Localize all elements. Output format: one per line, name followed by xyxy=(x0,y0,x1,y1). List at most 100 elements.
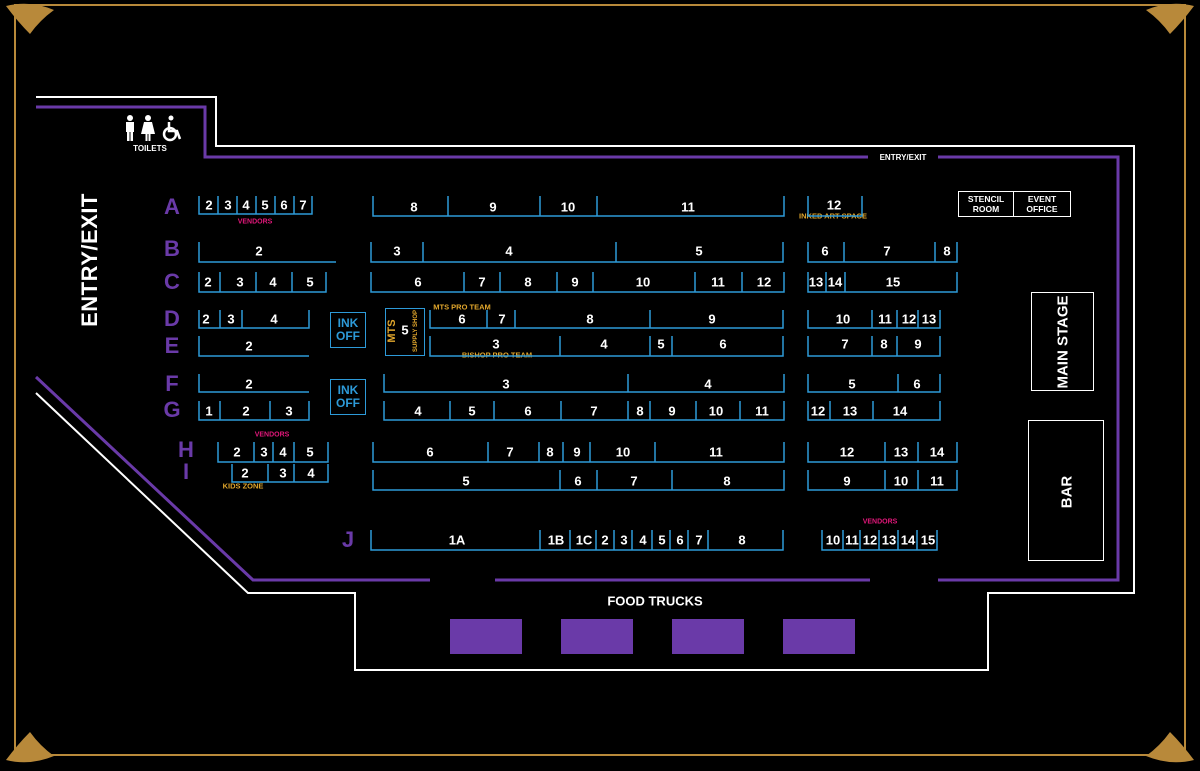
booth-j-2: 2 xyxy=(601,532,609,548)
booth-a-7: 7 xyxy=(299,197,307,213)
booth-a-4: 4 xyxy=(242,197,250,213)
booth-c-12: 12 xyxy=(756,274,772,290)
row-letter-f: F xyxy=(165,371,179,396)
booth-h-14: 14 xyxy=(929,444,945,460)
man-icon xyxy=(126,115,134,141)
booth-d-7: 7 xyxy=(498,311,506,327)
vendors-label: VENDORS xyxy=(237,218,273,226)
booth-j-1c: 1C xyxy=(575,532,593,548)
corner-ornament xyxy=(0,722,60,766)
booth-j-7: 7 xyxy=(695,532,703,548)
booth-g-13: 13 xyxy=(842,403,858,419)
booth-h-12: 12 xyxy=(839,444,855,460)
booth-a-11: 11 xyxy=(681,199,695,215)
booth-f-4: 4 xyxy=(704,376,712,392)
booth-c-4: 4 xyxy=(269,274,277,290)
booth-a-12: 12 xyxy=(826,197,842,213)
booth-h-11: 11 xyxy=(709,444,723,460)
booth-h-3: 3 xyxy=(260,444,268,460)
food-truck xyxy=(672,619,744,654)
mts-supply-shop xyxy=(385,308,425,356)
booth-b-6: 6 xyxy=(821,243,829,259)
booth-h-13: 13 xyxy=(893,444,909,460)
booth-j-14: 14 xyxy=(900,532,916,548)
bishop-pro-team-label: BISHOP PRO TEAM xyxy=(461,350,533,360)
booth-a-3: 3 xyxy=(224,197,232,213)
booth-i-7: 7 xyxy=(630,473,638,489)
booth-g-12: 12 xyxy=(810,403,826,419)
booth-g-9: 9 xyxy=(668,403,676,419)
row-letter-h: H xyxy=(178,437,194,462)
event-office-label: EVENT OFFICE xyxy=(1026,194,1058,214)
row-letter-c: C xyxy=(164,269,180,294)
booth-j-11: 11 xyxy=(845,532,859,548)
booth-h-7: 7 xyxy=(506,444,514,460)
booth-h-4: 4 xyxy=(279,444,287,460)
row-letter-e: E xyxy=(164,333,180,358)
booth-b-8: 8 xyxy=(943,243,951,259)
booth-d-10: 10 xyxy=(835,311,851,327)
booth-c-2: 2 xyxy=(204,274,212,290)
booth-c-5: 5 xyxy=(306,274,314,290)
food-truck xyxy=(783,619,855,654)
booth-g-11: 11 xyxy=(755,403,769,419)
row-letter-d: D xyxy=(164,306,180,331)
ink-off-booth: INK OFF xyxy=(330,379,366,415)
booth-b-2: 2 xyxy=(255,243,263,259)
booth-i-8: 8 xyxy=(723,473,731,489)
row-letter-i: I xyxy=(182,459,190,484)
booth-j-12: 12 xyxy=(862,532,878,548)
booth-j-8: 8 xyxy=(738,532,746,548)
booth-d-9: 9 xyxy=(708,311,716,327)
booth-g-14: 14 xyxy=(892,403,908,419)
booth-g-8: 8 xyxy=(636,403,644,419)
booth-c-14: 14 xyxy=(827,274,843,290)
booth-c-8: 8 xyxy=(524,274,532,290)
booth-f-2: 2 xyxy=(245,376,253,392)
booth-i-2: 2 xyxy=(241,465,249,481)
booth-b-5: 5 xyxy=(695,243,703,259)
booth-c-11: 11 xyxy=(711,274,725,290)
booth-g-4: 4 xyxy=(414,403,422,419)
booth-i-3: 3 xyxy=(279,465,287,481)
booth-a-8: 8 xyxy=(410,199,418,215)
booth-d-6: 6 xyxy=(458,311,466,327)
booth-h-10: 10 xyxy=(615,444,631,460)
booth-h-5: 5 xyxy=(306,444,314,460)
booth-i-10: 10 xyxy=(893,473,909,489)
corner-ornament xyxy=(1140,0,1200,44)
row-letter-b: B xyxy=(164,236,180,261)
booth-g-1: 1 xyxy=(205,403,213,419)
booth-c-6: 6 xyxy=(414,274,422,290)
vendors-label: VENDORS xyxy=(254,431,290,439)
booth-j-3: 3 xyxy=(620,532,628,548)
stencil-room-label: STENCIL ROOM xyxy=(967,194,1005,214)
booth-d-12: 12 xyxy=(901,311,917,327)
booth-e-6: 6 xyxy=(719,336,727,352)
booth-c-7: 7 xyxy=(478,274,486,290)
booth-e-7: 7 xyxy=(841,336,849,352)
booth-c-3: 3 xyxy=(236,274,244,290)
booth-j-15: 15 xyxy=(920,532,936,548)
booth-c-15: 15 xyxy=(885,274,901,290)
row-letter-j: J xyxy=(341,527,355,552)
booth-b-7: 7 xyxy=(883,243,891,259)
booth-e-8: 8 xyxy=(880,336,888,352)
entry-exit-top-label: ENTRY/EXIT xyxy=(879,153,927,162)
corner-ornament xyxy=(1140,722,1200,766)
booth-j-5: 5 xyxy=(658,532,666,548)
mts-pro-team-label: MTS PRO TEAM xyxy=(433,302,491,312)
booth-e-4: 4 xyxy=(600,336,608,352)
booth-a-5: 5 xyxy=(261,197,269,213)
booth-number: 5 xyxy=(401,322,409,338)
booth-f-3: 3 xyxy=(502,376,510,392)
booth-g-10: 10 xyxy=(708,403,724,419)
booth-g-2: 2 xyxy=(242,403,250,419)
booth-e-9: 9 xyxy=(914,336,922,352)
booth-d-11: 11 xyxy=(878,311,892,327)
row-letter-a: A xyxy=(164,194,180,219)
booth-j-4: 4 xyxy=(639,532,647,548)
booth-i-4: 4 xyxy=(307,465,315,481)
row-letter-g: G xyxy=(163,397,181,422)
